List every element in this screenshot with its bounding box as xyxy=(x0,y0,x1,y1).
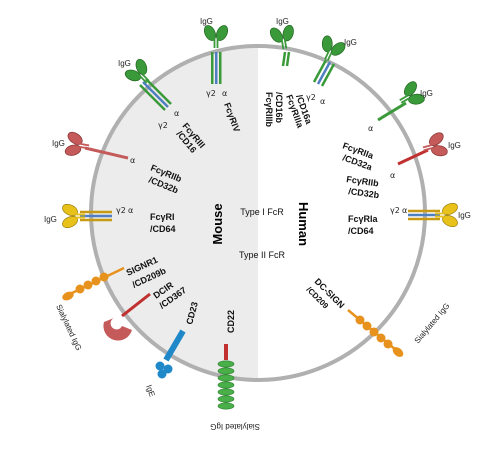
mouse-fcgri-gamma-label: γ2 xyxy=(116,206,126,215)
human-fcgriib-label-1: FcγRIIb xyxy=(346,174,380,188)
human-fcgriiib-label-2: /CD16b xyxy=(274,92,284,124)
human-fcgriiia-alpha-label: α xyxy=(320,97,325,106)
human-fcgriib-alpha-label: α xyxy=(390,171,395,180)
mouse-fcgri-alpha-label: α xyxy=(128,206,133,215)
type-i-fcr-label: Type I FcR xyxy=(240,207,284,217)
mouse-fcgri-label-1: FcγRI xyxy=(150,212,175,222)
mouse-fcgri-igg-label: IgG xyxy=(44,215,57,224)
mouse-signr1-sialylated-label: Sialylated IgG xyxy=(54,303,83,352)
human-fcgriiia-igg-label: IgG xyxy=(344,38,357,47)
mouse-fcgriv-receptor xyxy=(201,23,231,84)
human-fcgriiib-receptor xyxy=(266,21,300,67)
human-fcgriia-alpha-label: α xyxy=(368,124,373,133)
human-fcgriib-label-2: /CD32b xyxy=(348,186,381,200)
human-fcgria-receptor xyxy=(408,200,460,230)
human-fcgria-igg-label: IgG xyxy=(458,211,471,220)
mouse-dcir-receptor xyxy=(103,292,151,341)
mouse-signr1-receptor xyxy=(62,266,125,301)
mouse-label: Mouse xyxy=(210,203,225,244)
human-fcgriia-receptor xyxy=(377,76,430,122)
mouse-fcgriii-alpha-label: α xyxy=(174,109,179,118)
mouse-cd22-sialylated-label: Sialylated IgG xyxy=(210,422,260,431)
human-dcsign-sialylated-label: Sialylated IgG xyxy=(413,301,452,345)
human-fcgriiib-igg-label: IgG xyxy=(276,17,289,26)
human-fcgriiia-gamma-label: γ2 xyxy=(306,93,316,102)
mouse-fcgriv-alpha-label: α xyxy=(222,89,227,98)
mouse-cd22-label: CD22 xyxy=(226,310,236,333)
mouse-fcgriv-igg-label: IgG xyxy=(200,17,213,26)
human-fcgria-label-2: /CD64 xyxy=(348,226,374,236)
mouse-half-background xyxy=(91,46,258,380)
human-fcgriib-receptor xyxy=(397,128,452,166)
mouse-fcgriii-igg-label: IgG xyxy=(118,59,131,68)
human-fcgria-alpha-label: α xyxy=(402,206,407,215)
mouse-fcgriib-alpha-label: α xyxy=(130,156,135,165)
human-fcgriiia-receptor xyxy=(312,31,350,87)
mouse-fcgriii-gamma-label: γ2 xyxy=(158,121,168,130)
human-label: Human xyxy=(296,202,311,246)
human-fcgriib-igg-label: IgG xyxy=(448,141,461,150)
mouse-fcgriii-receptor xyxy=(120,54,172,111)
human-dcsign-receptor xyxy=(347,309,404,357)
human-fcgriia-igg-label: IgG xyxy=(420,89,433,98)
mouse-fcgri-receptor xyxy=(60,201,112,231)
human-fcgria-gamma-label: γ2 xyxy=(390,206,400,215)
mouse-fcgri-label-2: /CD64 xyxy=(150,224,176,234)
mouse-cd23-ige-label: IgE xyxy=(144,384,157,398)
mouse-cd22-receptor xyxy=(217,344,235,410)
human-fcgriiib-label-1: FcγRIIIb xyxy=(264,92,274,128)
mouse-cd23-receptor xyxy=(155,329,186,379)
human-fcgria-label-1: FcγRIa xyxy=(348,214,379,224)
mouse-fcgriib-receptor xyxy=(61,128,129,162)
mouse-fcgriv-gamma-label: γ2 xyxy=(206,89,216,98)
mouse-fcgriib-igg-label: IgG xyxy=(52,139,65,148)
type-ii-fcr-label: Type II FcR xyxy=(239,250,286,260)
